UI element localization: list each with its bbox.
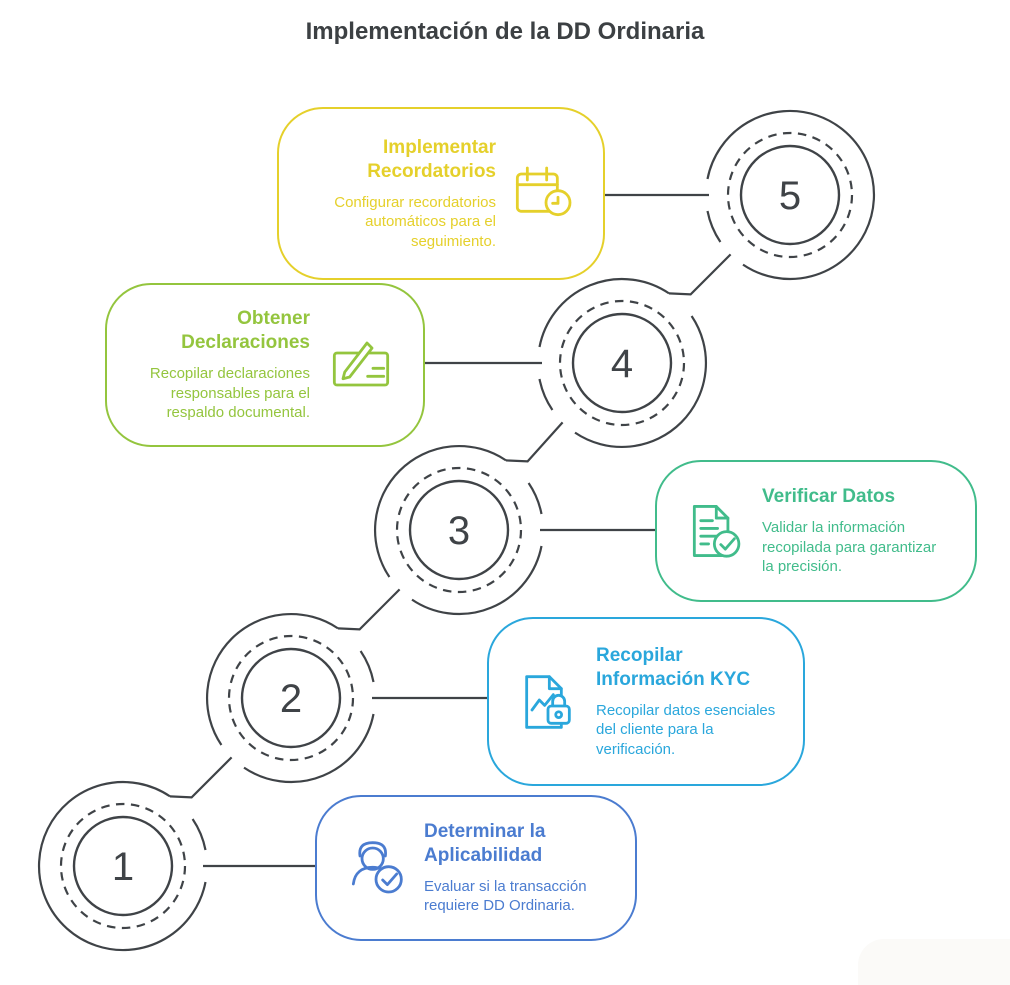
step-number: 4 — [611, 342, 633, 386]
watermark — [858, 939, 1010, 985]
calendar-clock-icon — [512, 162, 576, 226]
step-circle-1: 1 — [37, 780, 207, 952]
step-card-title: Obtener Declaraciones — [181, 308, 310, 354]
document-chart-lock-icon — [516, 670, 580, 734]
step-card-description: Recopilar datos esenciales del cliente p… — [596, 701, 776, 758]
step-circle-2: 2 — [205, 612, 375, 784]
connector-diagonal — [169, 756, 233, 799]
step-card-implementar-recordatorios: Implementar Recordatorios Configurar rec… — [277, 107, 605, 280]
step-card-verificar-datos: Verificar Datos Validar la información r… — [655, 460, 977, 602]
step-circle-5: 5 — [706, 109, 876, 281]
step-card-title: Recopilar Información KYC — [596, 644, 751, 690]
step-card-description: Configurar recordatorios automáticos par… — [334, 193, 496, 250]
step-card-obtener-declaraciones: Obtener Declaraciones Recopilar declarac… — [105, 283, 425, 447]
step-number: 1 — [112, 845, 134, 889]
document-check-icon — [684, 500, 746, 562]
step-card-title: Determinar la Aplicabilidad — [424, 821, 546, 866]
connector-diagonal — [337, 588, 401, 631]
document-signature-icon — [326, 333, 396, 397]
step-card-determinar-la-aplicabilidad: Determinar la Aplicabilidad Evaluar si l… — [315, 795, 637, 941]
step-card-recopilar-informacion-kyc: Recopilar Información KYC Recopilar dato… — [487, 617, 805, 786]
step-card-description: Validar la información recopilada para g… — [762, 519, 937, 576]
person-check-icon — [344, 836, 408, 900]
step-number: 2 — [280, 677, 302, 721]
step-circle-4: 4 — [538, 277, 708, 449]
step-card-title: Verificar Datos — [762, 486, 896, 508]
step-number: 5 — [779, 174, 801, 218]
page-title: Implementación de la DD Ordinaria — [305, 18, 705, 45]
step-circle-3: 3 — [373, 444, 543, 616]
step-card-title: Implementar Recordatorios — [367, 136, 496, 182]
connector-diagonal — [505, 421, 564, 463]
connector-diagonal — [668, 253, 732, 296]
step-card-description: Evaluar si la transacción requiere DD Or… — [424, 877, 587, 915]
step-card-description: Recopilar declaraciones responsables par… — [149, 365, 310, 422]
step-number: 3 — [448, 509, 470, 553]
